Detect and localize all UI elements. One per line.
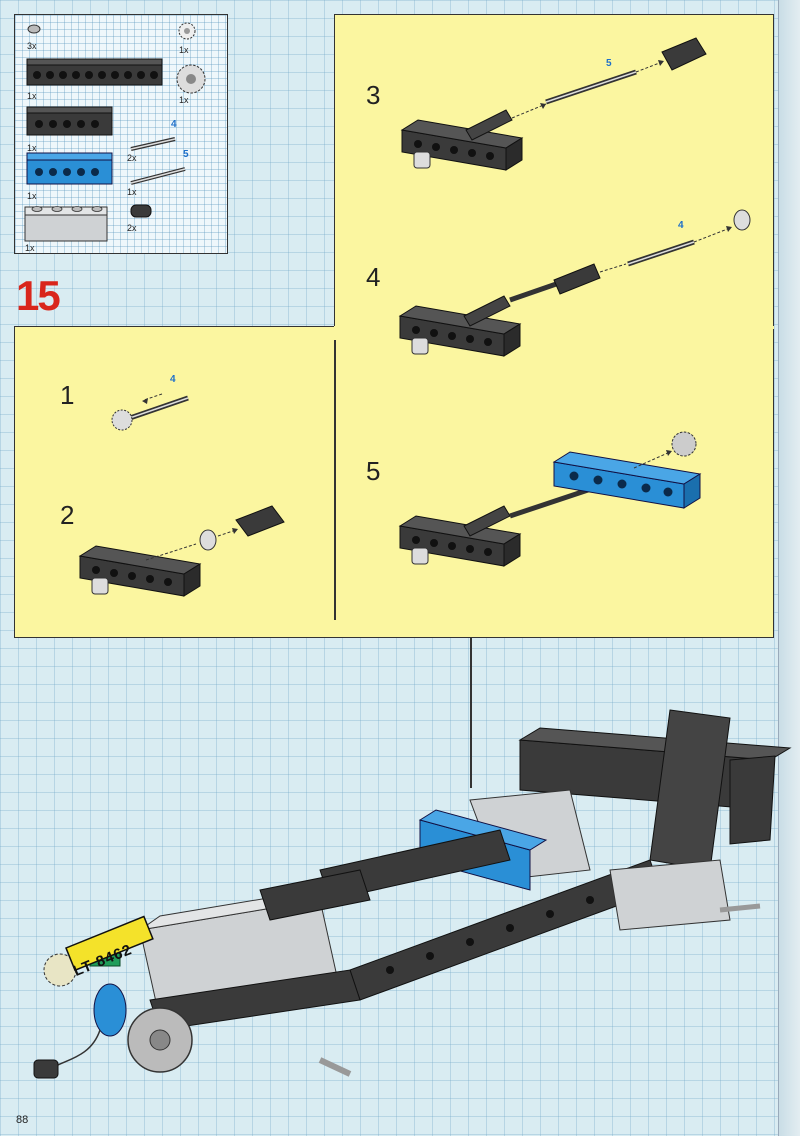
- beam-blue-qty: 1x: [27, 191, 37, 201]
- substep-1-axle-length: 4: [170, 374, 176, 385]
- beam-10-part-icon: [26, 58, 163, 86]
- substep-4-axle-length: 4: [678, 220, 684, 231]
- chassis-model-illustration: [33, 709, 792, 1079]
- bush-part-icon: [27, 24, 41, 34]
- beam-6-qty: 1x: [27, 143, 37, 153]
- substep-2-illustration: [78, 505, 285, 597]
- axle-5-qty: 1x: [127, 187, 137, 197]
- gear-large-qty: 1x: [179, 95, 189, 105]
- connector-part-icon: [130, 204, 152, 218]
- page-gutter: [778, 0, 800, 1136]
- axle-4-length-label: 4: [171, 119, 177, 130]
- substep-1-number: 1: [60, 380, 75, 410]
- substep-3-axle-length: 5: [606, 58, 612, 69]
- brick-grey-qty: 1x: [25, 243, 35, 253]
- panel-divider: [334, 340, 336, 620]
- gear-small-qty: 1x: [179, 45, 189, 55]
- substep-5-number: 5: [366, 456, 381, 486]
- axle-4-qty: 2x: [127, 153, 137, 163]
- gear-small-part-icon: [178, 22, 196, 40]
- axle-4-part-icon: [130, 137, 176, 151]
- substep-1-illustration: [111, 393, 189, 431]
- axle-5-length-label: 5: [183, 149, 189, 160]
- beam-6-part-icon: [26, 106, 113, 136]
- step-number: 15: [16, 272, 61, 319]
- page-number: 88: [16, 1114, 29, 1126]
- brick-grey-part-icon: [24, 206, 108, 242]
- axle-5-part-icon: [130, 167, 186, 185]
- substep-4-illustration: [398, 209, 751, 357]
- callout-leader-line: [470, 638, 472, 788]
- substep-5-illustration: [398, 431, 702, 567]
- bush-qty: 3x: [27, 41, 37, 51]
- gear-large-part-icon: [176, 64, 206, 94]
- substep-3-number: 3: [366, 80, 381, 110]
- substep-2-number: 2: [60, 500, 75, 530]
- beam-10-qty: 1x: [27, 91, 37, 101]
- substeps-panel-top: [334, 14, 774, 326]
- parts-list-box: 3x 1x 1x 1x 1x 4 2x: [14, 14, 228, 254]
- substep-3-illustration: [400, 37, 707, 171]
- substep-4-number: 4: [366, 262, 381, 292]
- connector-qty: 2x: [127, 223, 137, 233]
- beam-blue-part-icon: [26, 152, 113, 185]
